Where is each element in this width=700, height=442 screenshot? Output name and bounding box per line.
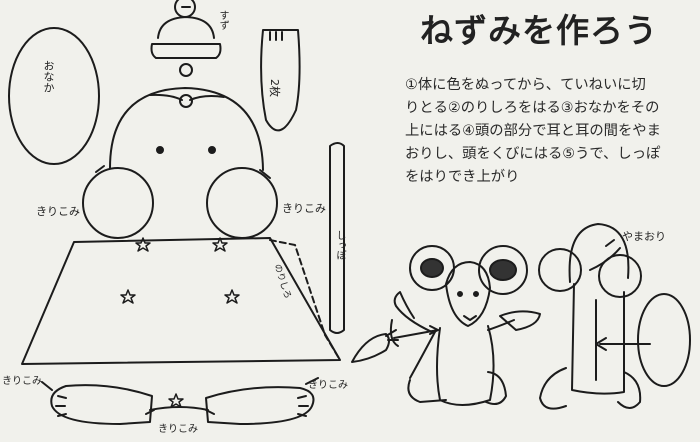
instruction-line: 上にはる④頭の部分で耳と耳の間をやま bbox=[405, 123, 661, 139]
bell-note-label: すず bbox=[217, 10, 228, 30]
bell-icon bbox=[150, 0, 222, 77]
belly-piece bbox=[8, 27, 100, 165]
instructions-text: ①体に色をぬってから、ていねいに切 りとる②のりしろをはる③おなかをその 上には… bbox=[405, 74, 695, 189]
cut-label-bottom-left: きりこみ bbox=[2, 376, 42, 387]
head-piece bbox=[109, 87, 264, 171]
finished-mouse bbox=[389, 245, 541, 406]
right-ear bbox=[206, 167, 278, 239]
page-title: ねずみを作ろう bbox=[420, 11, 658, 50]
tail-piece bbox=[329, 142, 345, 334]
belly-label: おなか bbox=[42, 60, 55, 93]
cut-label-right: きりこみ bbox=[282, 202, 326, 215]
cut-label-bottom-right: きりこみ bbox=[308, 380, 348, 391]
cut-label-left: きりこみ bbox=[36, 205, 80, 218]
left-ear bbox=[82, 167, 154, 239]
star-icons bbox=[120, 237, 240, 408]
left-foot bbox=[50, 384, 153, 425]
body-piece bbox=[21, 237, 341, 365]
instruction-line: をはりでき上がり bbox=[405, 169, 520, 185]
belly-piece-assembled bbox=[637, 293, 691, 387]
arm-piece bbox=[260, 29, 301, 132]
two-pieces-label: 2枚 bbox=[268, 79, 281, 97]
right-foot bbox=[205, 386, 315, 425]
instruction-line: おりし、頭をくびにはる⑤うで、しっぽ bbox=[405, 146, 661, 162]
instruction-line: りとる②のりしろをはる③おなかをその bbox=[405, 100, 660, 116]
tail-label: しっぽ bbox=[334, 230, 345, 260]
mountain-fold-label: やまおり bbox=[622, 230, 666, 243]
instruction-line: ①体に色をぬってから、ていねいに切 bbox=[405, 77, 646, 93]
head-assembly bbox=[538, 223, 651, 410]
cut-label-bottom-center: きりこみ bbox=[158, 424, 198, 435]
